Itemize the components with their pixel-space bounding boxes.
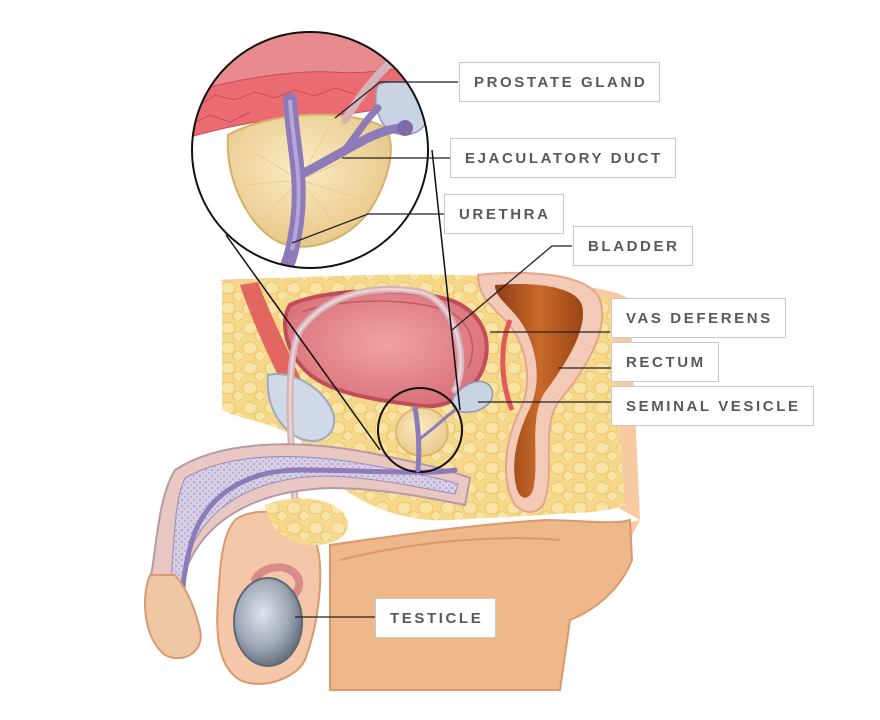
label-prostate-gland: PROSTATE GLAND: [459, 62, 661, 102]
urethra-small: [412, 405, 422, 473]
ejaculatory-duct-detail: [295, 123, 410, 180]
detail-circle-small: [377, 387, 463, 473]
penis-root-fat: [265, 498, 349, 545]
urethra-detail-highlight: [288, 99, 301, 251]
leader-bladder: [451, 245, 572, 331]
label-bladder: BLADDER: [573, 226, 693, 266]
leader-lines: [291, 81, 612, 618]
zoom-line-right: [431, 149, 461, 411]
leader-urethra: [291, 213, 444, 244]
label-testicle: TESTICLE: [375, 598, 497, 638]
ejaculatory-duct-end: [397, 120, 413, 136]
label-urethra: URETHRA: [444, 194, 564, 234]
glans: [144, 574, 202, 660]
label-seminal-vesicle: SEMINAL VESICLE: [611, 386, 814, 426]
detail-magnifier: [191, 31, 429, 269]
leader-prostate: [334, 81, 458, 119]
perineum-fold: [339, 537, 561, 561]
zoom-line-left: [225, 234, 381, 451]
bladder-texture-2: [192, 111, 251, 126]
body-section: [144, 149, 640, 691]
ejaculatory-duct-branch: [341, 104, 382, 154]
label-ejaculatory-duct: EJACULATORY DUCT: [450, 138, 676, 178]
detail-circle-border: [191, 31, 429, 269]
label-vas-deferens: VAS DEFERENS: [611, 298, 786, 338]
ejac-duct-small: [417, 408, 456, 442]
bladder-texture: [199, 87, 356, 106]
prostate-small: [395, 407, 449, 457]
rectum-muscle: [500, 319, 515, 411]
testicle-organ: [233, 577, 303, 667]
label-rectum: RECTUM: [611, 342, 719, 382]
rectum-inner: [495, 284, 583, 498]
pubic-bone: [266, 373, 335, 442]
